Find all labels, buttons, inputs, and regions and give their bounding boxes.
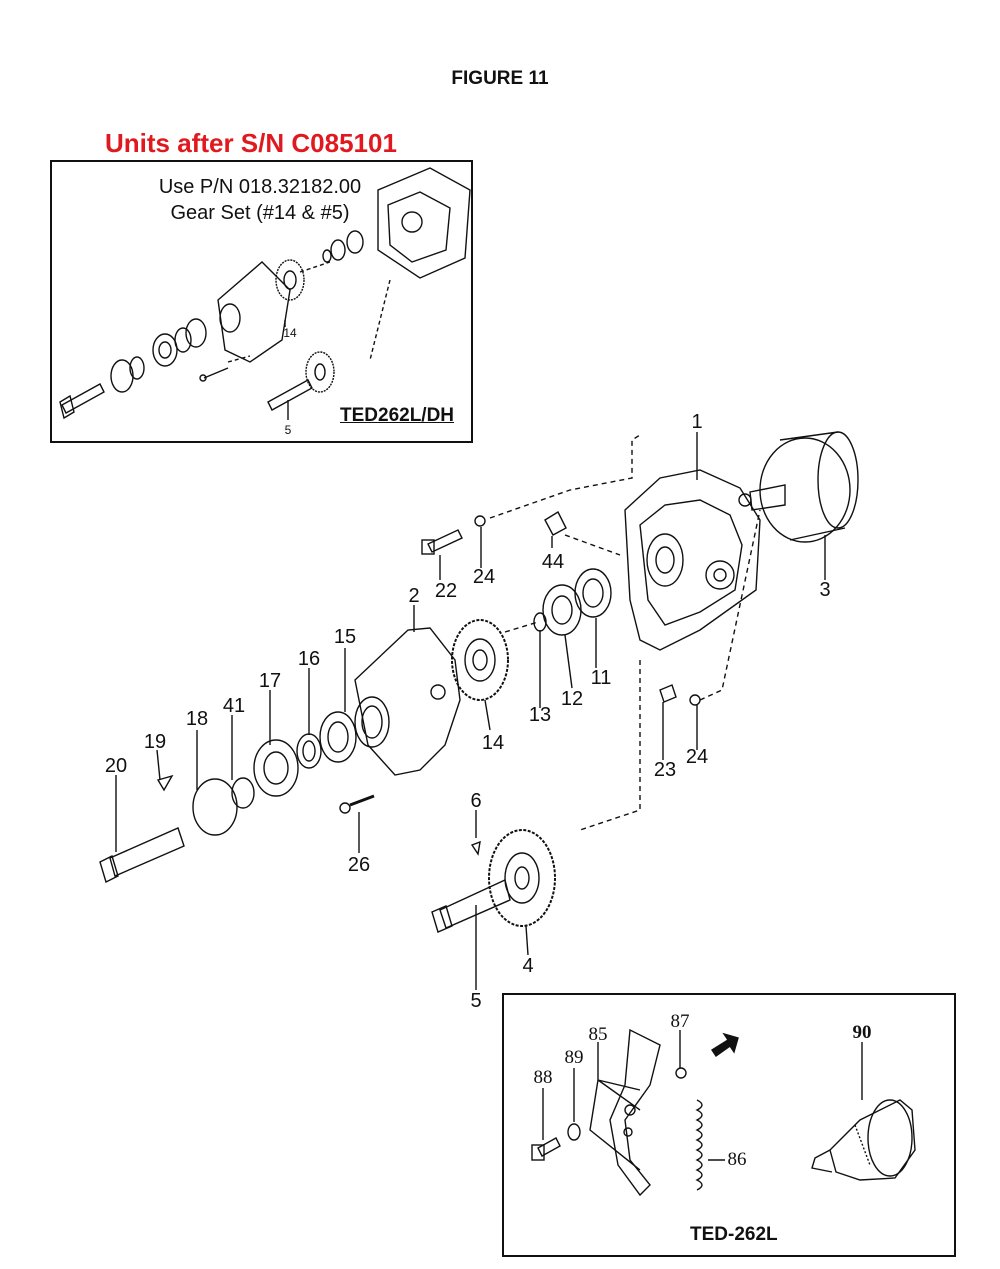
part-number-note: Use P/N 018.32182.00	[158, 176, 362, 198]
callout-23: 23	[654, 759, 676, 781]
gear-set-note: Gear Set (#14 & #5)	[170, 202, 350, 224]
callout-44: 44	[542, 551, 564, 573]
inset-callout-14: 14	[283, 326, 297, 340]
model-label-bottom: TED-262L	[690, 1224, 778, 1245]
fasteners	[339, 511, 701, 856]
key-part-19	[156, 774, 174, 792]
alignment-lines	[489, 434, 761, 831]
callout-19: 19	[144, 731, 166, 753]
callout-2: 2	[408, 585, 419, 607]
inset-top-parts	[59, 167, 471, 420]
figure-title: FIGURE 11	[451, 68, 549, 89]
callout-24-lower: 24	[686, 746, 708, 768]
callout-86: 86	[728, 1149, 747, 1170]
callout-14: 14	[482, 732, 504, 754]
cover-part-2	[354, 627, 461, 776]
shaft-part-20	[99, 827, 185, 883]
callout-87: 87	[671, 1011, 690, 1032]
callout-22: 22	[435, 580, 457, 602]
callout-90: 90	[853, 1022, 872, 1043]
leader-lines	[115, 432, 826, 990]
gear-case-part-1	[624, 469, 761, 651]
inset-callout-5: 5	[285, 423, 292, 437]
callout-1: 1	[691, 411, 702, 433]
snap-rings-18-41	[192, 777, 255, 836]
callout-41: 41	[223, 695, 245, 717]
gear-part-4	[488, 829, 556, 927]
inset-bottom-parts	[531, 1028, 916, 1197]
callout-13: 13	[529, 704, 551, 726]
callout-24-upper: 24	[473, 566, 495, 588]
callout-89: 89	[565, 1047, 584, 1068]
callout-5: 5	[470, 990, 481, 1012]
callout-3: 3	[819, 579, 830, 601]
callout-11: 11	[591, 667, 612, 689]
pinion-shaft-part-5	[431, 879, 511, 933]
inset-gear-set	[50, 160, 473, 443]
units-title: Units after S/N C085101	[105, 128, 397, 158]
callout-88: 88	[534, 1067, 553, 1088]
model-label-top: TED262L/DH	[340, 405, 455, 426]
callout-15: 15	[334, 626, 356, 648]
callout-4: 4	[522, 955, 533, 977]
callout-85: 85	[589, 1024, 608, 1045]
callout-16: 16	[298, 648, 320, 670]
callout-6: 6	[470, 790, 481, 812]
callout-18: 18	[186, 708, 208, 730]
bearings-11-12-13	[533, 568, 612, 636]
bearings-15-16-17	[253, 711, 357, 797]
gear-part-14	[451, 619, 509, 701]
callout-17: 17	[259, 670, 281, 692]
drum-part-3	[749, 431, 859, 543]
callout-20: 20	[105, 755, 127, 777]
callout-26: 26	[348, 854, 370, 876]
callout-12: 12	[561, 688, 583, 710]
